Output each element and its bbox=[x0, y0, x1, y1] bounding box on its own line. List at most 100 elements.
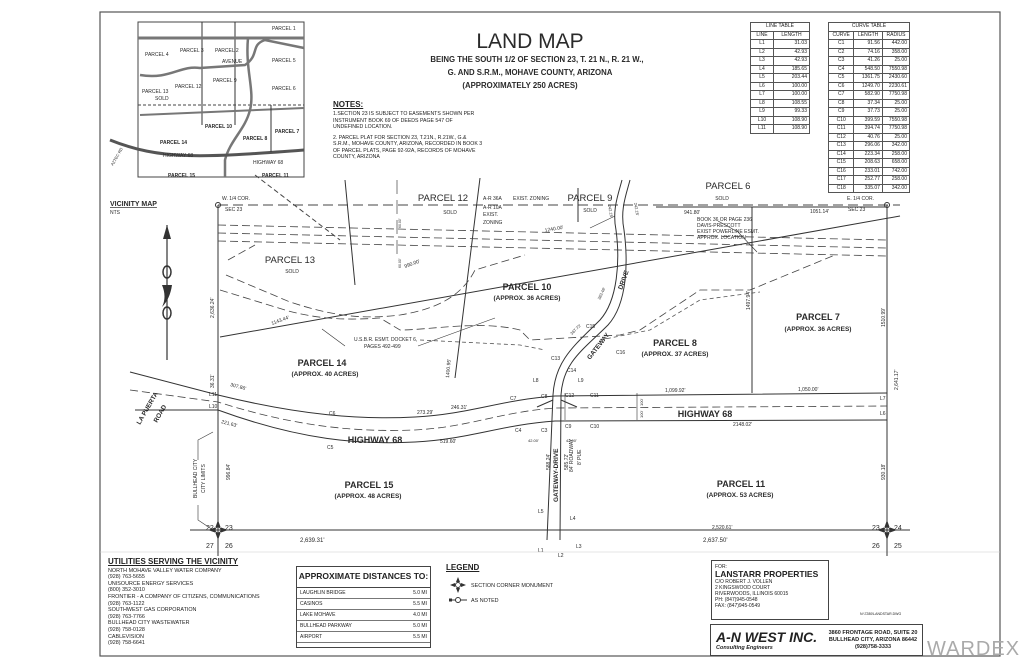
vicinity-parcel-7: PARCEL 7 bbox=[275, 129, 299, 135]
curve-table-cell: C1 bbox=[827, 39, 855, 49]
firm-tagline: Consulting Engineers bbox=[716, 644, 773, 651]
utility-line: (928) 763-1122 bbox=[108, 600, 145, 607]
vicinity-parcel-4: PARCEL 4 bbox=[145, 52, 169, 58]
usbr-easement-label-2: PAGES 492-499 bbox=[364, 344, 401, 350]
client-address-line: C/O ROBERT J. VOLLEN bbox=[715, 579, 773, 585]
curve-table-cell: C6 bbox=[827, 81, 855, 91]
parcel-9-status: SOLD bbox=[583, 208, 597, 214]
line-table-cell: 108.55 bbox=[772, 98, 811, 108]
curve-table-cell: 25.00 bbox=[881, 132, 911, 142]
dimension-label: 1240.00' bbox=[544, 225, 564, 234]
curve-label: C10 bbox=[590, 424, 599, 430]
curve-table-header: RADIUS bbox=[881, 30, 911, 40]
zoning-zoning-label: ZONING bbox=[483, 220, 503, 226]
parcel-14-acres: (APPROX. 40 ACRES) bbox=[292, 371, 359, 378]
dimension-label: 1510.99' bbox=[881, 308, 887, 327]
vicinity-sold: SOLD bbox=[155, 96, 169, 102]
parcel-6-status: SOLD bbox=[715, 196, 729, 202]
utility-line: (928) 758-0128 bbox=[108, 626, 145, 633]
dimension-label: 996.84' bbox=[226, 464, 232, 480]
dimension-label: 242.15' bbox=[607, 204, 614, 218]
dimension-label: 585.72' bbox=[564, 454, 570, 470]
dimension-label: 519.60' bbox=[440, 439, 456, 445]
line-table-cell: L6 bbox=[750, 81, 774, 91]
curve-table-cell: 25.00 bbox=[881, 98, 911, 108]
firm-address-line: 3860 FRONTAGE ROAD, SUITE 20 bbox=[828, 629, 918, 636]
curve-table-cell: C16 bbox=[827, 166, 855, 176]
section-number: 23 bbox=[872, 525, 880, 532]
powerline-label-2: DAVIS-PRESCOTT bbox=[697, 223, 741, 229]
dimension-label: 2,639.31' bbox=[300, 538, 325, 544]
parcel-15-acres: (APPROX. 48 ACRES) bbox=[335, 493, 402, 500]
curve-table-cell: C10 bbox=[827, 115, 855, 125]
line-label: L1 bbox=[538, 548, 544, 554]
dimension-label: 242.15' bbox=[633, 202, 640, 216]
dimension-label: 2,641.17' bbox=[894, 370, 900, 390]
vicinity-parcel-9: PARCEL 9 bbox=[213, 78, 237, 84]
line-table-cell: 185.65 bbox=[772, 64, 811, 74]
note-2: 2. PARCEL PLAT FOR SECTION 23, T.21N., R… bbox=[333, 135, 483, 161]
firm-box: A-N WEST INC. Consulting Engineers 3860 … bbox=[710, 624, 923, 656]
client-address-line: PH: (847)945-0548 bbox=[715, 597, 758, 603]
gateway-drive-east-edge bbox=[559, 179, 631, 541]
client-address-line: FAX: (847)945-0549 bbox=[715, 603, 761, 609]
line-table-header: LENGTH bbox=[772, 30, 811, 40]
title-line-1: BEING THE SOUTH 1/2 OF SECTION 23, T. 21… bbox=[430, 55, 643, 64]
line-label: L7 bbox=[880, 396, 886, 402]
highway-68-label-west: HIGHWAY 68 bbox=[348, 435, 403, 445]
legend: LEGEND SECTION CORNER MONUMENT AS NOTED bbox=[446, 563, 553, 604]
curve-table-cell: C3 bbox=[827, 56, 855, 66]
line-table-cell: L7 bbox=[750, 90, 774, 100]
dimension-label: 100' bbox=[639, 410, 644, 418]
vicinity-road-aztec: AZTEC RD bbox=[110, 147, 124, 167]
distance-value: 5.5 MI bbox=[413, 601, 427, 607]
client-address-line: 2 KINGSWOOD COURT bbox=[715, 585, 770, 591]
section-number: 23 bbox=[225, 525, 233, 532]
w-sec-23-label: SEC 23 bbox=[225, 207, 242, 213]
section-number: 24 bbox=[894, 525, 902, 532]
utility-line: CABLEVISION bbox=[108, 633, 144, 640]
client-name: LANSTARR PROPERTIES bbox=[715, 569, 819, 579]
watermark: WARDEX bbox=[927, 638, 1021, 660]
sheet-border bbox=[99, 11, 1001, 657]
curve-table-cell: 358.00 bbox=[881, 47, 911, 57]
north-arrow-icon bbox=[162, 225, 172, 360]
curve-table-cell: 233.01 bbox=[853, 166, 883, 176]
curve-table-cell: C7 bbox=[827, 90, 855, 100]
firm-logo: A-N WEST INC. Consulting Engineers bbox=[711, 629, 824, 651]
client-box: FOR: LANSTARR PROPERTIES C/O ROBERT J. V… bbox=[711, 560, 829, 620]
parcel-14-label: PARCEL 14 bbox=[298, 358, 347, 368]
line-table-cell: 42.93 bbox=[772, 56, 811, 66]
drawing-file-path: N:\7280\LANDSTAR.DWG bbox=[860, 612, 902, 616]
curve-table-cell: C13 bbox=[827, 141, 855, 151]
curve-table-cell: 2230.61 bbox=[881, 81, 911, 91]
vicinity-parcel-1: PARCEL 1 bbox=[272, 26, 296, 32]
utility-line: (928) 763-5655 bbox=[108, 574, 145, 581]
roadway-width-label: 84' ROADWAY bbox=[569, 438, 575, 472]
dimension-label: 930.18' bbox=[881, 464, 887, 480]
line-table-cell: 203.44 bbox=[772, 73, 811, 83]
curve-table-cell: 258.00 bbox=[881, 149, 911, 159]
distances-box: APPROXIMATE DISTANCES TO: LAUGHLIN BRIDG… bbox=[296, 566, 431, 648]
curve-table-cell: 394.74 bbox=[853, 124, 883, 134]
line-label: L5 bbox=[538, 509, 544, 515]
highway-68-label-east: HIGHWAY 68 bbox=[678, 409, 733, 419]
vicinity-parcel-6: PARCEL 6 bbox=[272, 86, 296, 92]
line-table-cell: 100.00 bbox=[772, 81, 811, 91]
dimension-label: 1051.14' bbox=[810, 209, 829, 215]
highway-68-centerline bbox=[129, 389, 888, 431]
curve-table-cell: 37.34 bbox=[853, 98, 883, 108]
distances-heading: APPROXIMATE DISTANCES TO: bbox=[297, 567, 430, 588]
